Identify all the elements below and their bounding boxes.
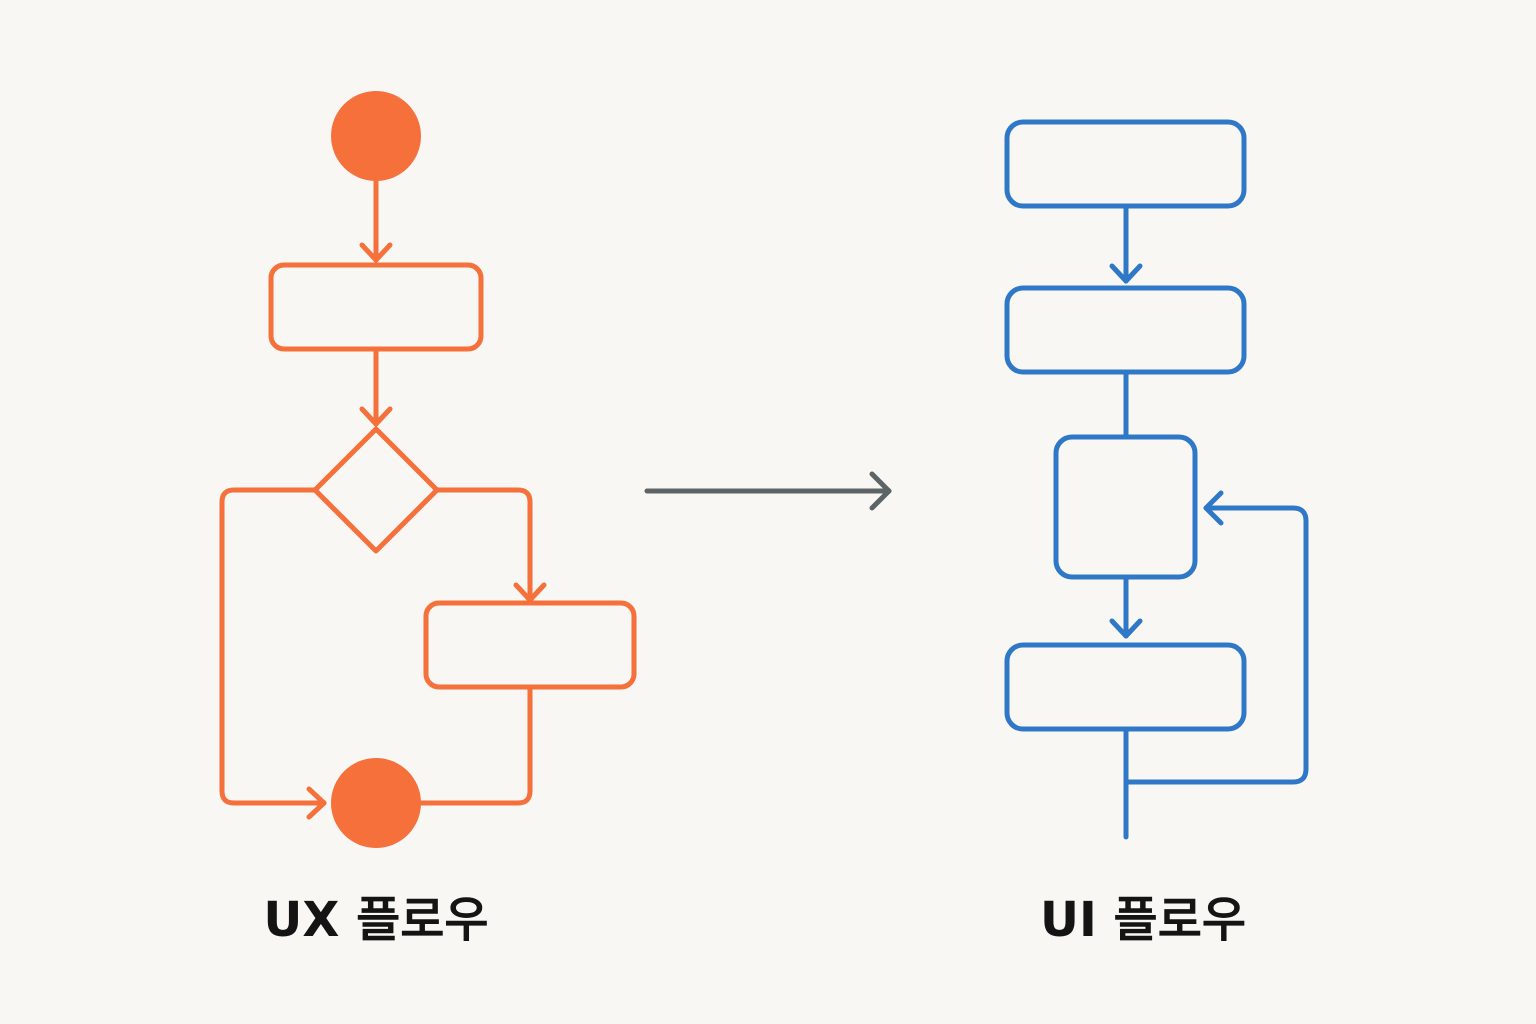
- ux-edge-decision-to-end: [219, 487, 327, 806]
- ux-edge-step2-to-end: [417, 685, 533, 806]
- ui-arrowhead: [1109, 263, 1143, 284]
- ui-flow-diagram: [1004, 119, 1309, 840]
- ux-arrowhead: [306, 786, 327, 820]
- transition-arrow: [644, 471, 892, 511]
- ui-arrowhead: [1109, 618, 1143, 639]
- ui-screen-3-node: [1053, 434, 1198, 580]
- ux-step-1-node: [268, 262, 484, 352]
- ux-arrowhead: [359, 406, 393, 427]
- ui-screen-4-node: [1004, 642, 1247, 732]
- ui-arrowhead: [1203, 490, 1224, 526]
- ux-decision-node: [312, 426, 440, 554]
- ux-step-2-node: [423, 600, 637, 690]
- ux-end-node: [331, 758, 421, 848]
- ux-flow-label: UX 플로우: [263, 892, 489, 948]
- ui-edge-loop-to-screen3: [1123, 505, 1309, 785]
- transition-arrowhead: [869, 471, 892, 511]
- ui-screen-1-node: [1004, 119, 1247, 209]
- ux-start-node: [331, 91, 421, 181]
- ui-flow-label: UI 플로우: [1039, 892, 1247, 948]
- ux-arrowhead: [513, 582, 547, 603]
- ui-screen-2-node: [1004, 285, 1247, 375]
- ux-flow-diagram: [219, 91, 637, 848]
- ux-edge-decision-to-step2: [434, 487, 533, 603]
- ux-arrowhead: [359, 242, 393, 263]
